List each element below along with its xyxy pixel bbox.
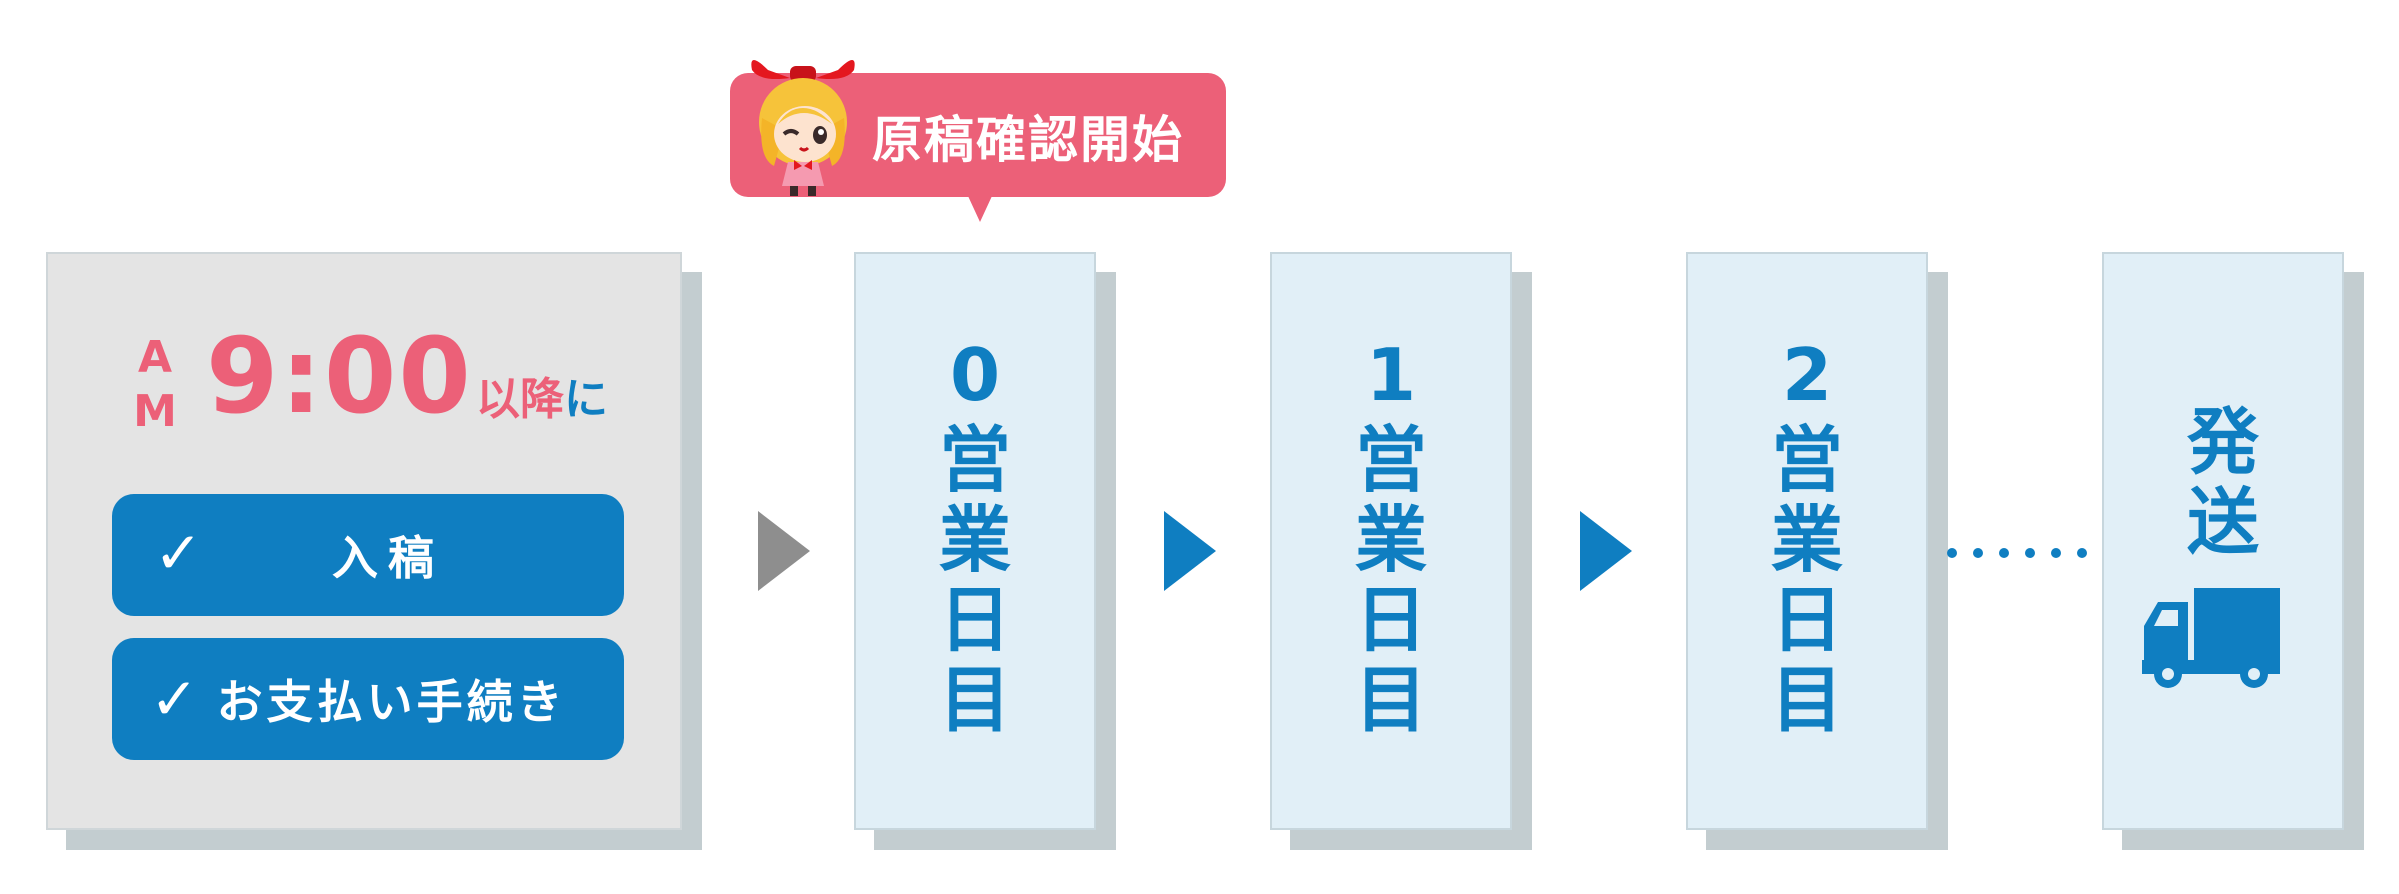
step-text-day-2: 2 営 業 日 目: [1686, 330, 1928, 740]
step-char: 営: [938, 418, 1011, 502]
ship-char: 送: [2186, 480, 2259, 564]
arrow-icon: [1164, 511, 1216, 591]
check-icon: ✓: [154, 519, 203, 587]
ship-card: [2102, 252, 2344, 830]
dot: [1973, 548, 1983, 558]
dot: [1999, 548, 2009, 558]
arrow-icon: [758, 511, 810, 591]
bubble-text: 原稿確認開始: [872, 111, 1184, 169]
step-char: 業: [938, 498, 1011, 582]
arrow-icon: [1580, 511, 1632, 591]
step-char: 目: [1354, 658, 1427, 742]
step-number: 1: [1365, 333, 1417, 417]
step-text-day-0: 0 営 業 日 目: [854, 330, 1096, 740]
manuscript-label: 入稿: [332, 531, 444, 585]
step-number: 2: [1781, 333, 1833, 417]
start-time: 9:00: [206, 315, 473, 437]
mascot-icon: [751, 60, 855, 196]
step-char: 目: [938, 658, 1011, 742]
manuscript-button[interactable]: ✓ 入稿: [112, 494, 624, 616]
step-card-day-2: [1686, 252, 1928, 830]
am-letter-a: A: [137, 332, 173, 383]
step-card-day-0: [854, 252, 1096, 830]
step-char: 営: [1354, 418, 1427, 502]
callout-tail: [968, 196, 992, 222]
ship-text: 発 送: [2102, 402, 2344, 562]
step-text-day-1: 1 営 業 日 目: [1270, 330, 1512, 740]
step-char: 業: [1770, 498, 1843, 582]
step-char: 業: [1354, 498, 1427, 582]
truck-icon: [2142, 588, 2280, 688]
am-letter-m: M: [133, 386, 177, 437]
step-char: 日: [938, 578, 1011, 662]
after-label-blue: に: [564, 374, 608, 425]
payment-label: お支払い手続き: [216, 675, 567, 729]
dot: [2025, 548, 2035, 558]
ship-char: 発: [2186, 400, 2259, 484]
dot: [1947, 548, 1957, 558]
dot: [2077, 548, 2087, 558]
am-label: A M: [133, 331, 177, 439]
step-card-day-1: [1270, 252, 1512, 830]
after-label-pink: 以降: [476, 374, 564, 425]
dot: [2051, 548, 2061, 558]
step-char: 営: [1770, 418, 1843, 502]
payment-button[interactable]: ✓ お支払い手続き: [112, 638, 624, 760]
dotted-connector: [1947, 548, 2087, 558]
step-char: 日: [1770, 578, 1843, 662]
after-label: 以降に: [476, 370, 608, 430]
step-char: 日: [1354, 578, 1427, 662]
step-char: 目: [1770, 658, 1843, 742]
check-icon: ✓: [150, 665, 199, 733]
step-number: 0: [949, 333, 1001, 417]
